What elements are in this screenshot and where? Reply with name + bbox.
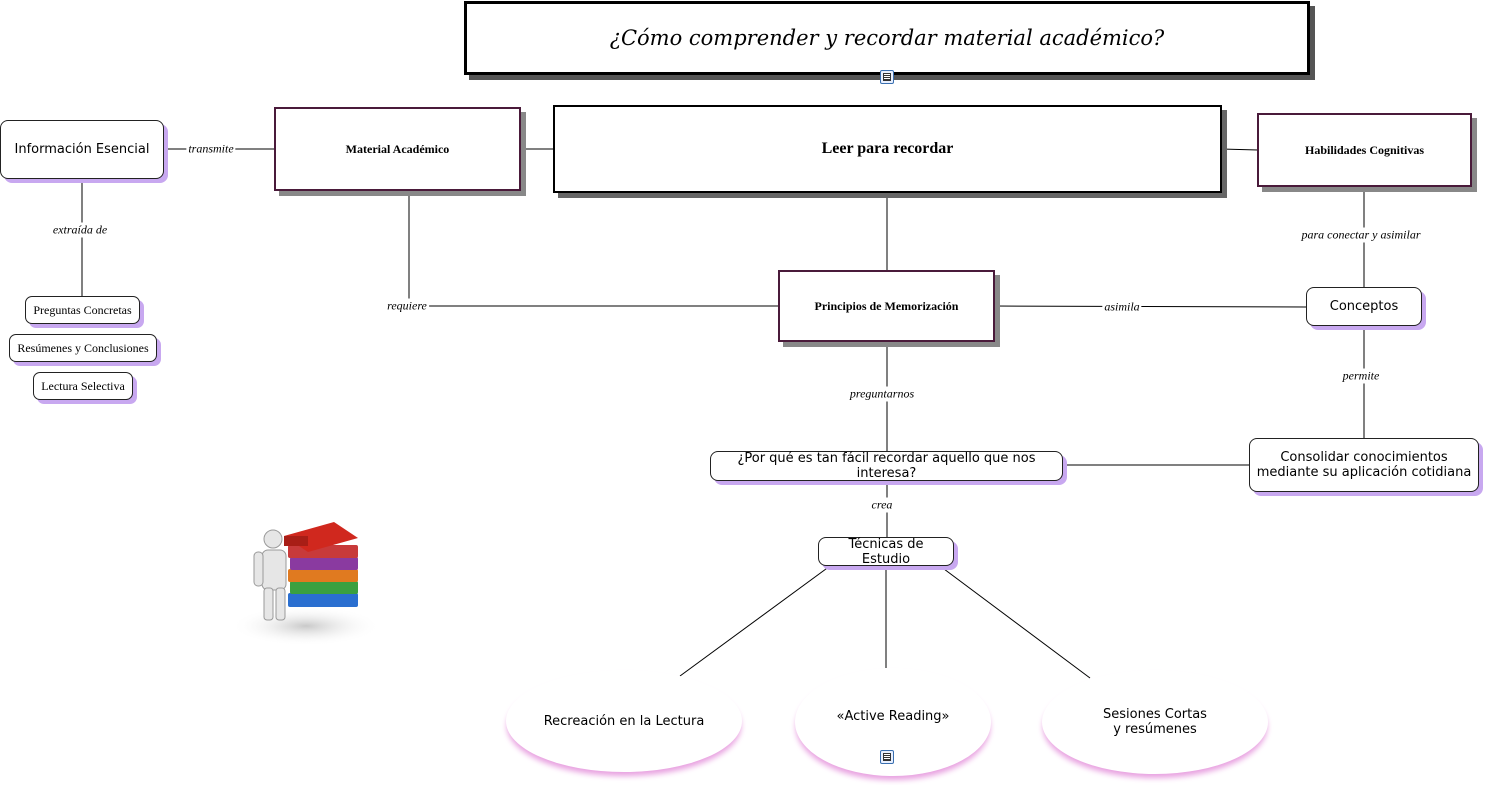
node-tecnicas-estudio[interactable]: Técnicas de Estudio — [818, 536, 954, 567]
node-sesiones-label: Sesiones Cortas y resúmenes — [1103, 707, 1207, 737]
node-principios-memorizacion[interactable]: Principios de Memorización — [778, 270, 995, 342]
link-label-crea: crea — [869, 497, 895, 513]
node-leer-label: Leer para recordar — [821, 140, 954, 157]
link-label-transmite: transmite — [186, 141, 236, 157]
node-preguntas-concretas[interactable]: Preguntas Concretas — [25, 296, 140, 324]
node-material-academico[interactable]: Material Académico — [274, 107, 521, 191]
node-info-label: Información Esencial — [14, 142, 150, 157]
map-title-text: ¿Cómo comprender y recordar material aca… — [609, 26, 1165, 50]
link-label-requiere: requiere — [385, 298, 429, 314]
node-lectura-selectiva[interactable]: Lectura Selectiva — [33, 372, 133, 400]
node-por-que[interactable]: ¿Por qué es tan fácil recordar aquello q… — [710, 451, 1063, 481]
link-label-extraida: extraída de — [50, 222, 110, 238]
person-with-books-illustration — [231, 522, 381, 646]
link-label-preguntarnos: preguntarnos — [847, 386, 917, 402]
resource-icon[interactable] — [880, 70, 894, 84]
node-consolidar[interactable]: Consolidar conocimientos mediante su apl… — [1249, 438, 1479, 492]
node-conceptos[interactable]: Conceptos — [1306, 287, 1422, 326]
node-resumenes-label: Resúmenes y Conclusiones — [17, 340, 149, 355]
node-conceptos-label: Conceptos — [1329, 299, 1399, 314]
map-title: ¿Cómo comprender y recordar material aca… — [464, 1, 1310, 75]
node-tecnicas-label: Técnicas de Estudio — [848, 536, 924, 567]
node-principios-label: Principios de Memorización — [814, 298, 959, 313]
node-preguntas-label: Preguntas Concretas — [33, 302, 132, 317]
node-habilidades-cognitivas[interactable]: Habilidades Cognitivas — [1257, 113, 1472, 187]
node-informacion-esencial[interactable]: Información Esencial — [0, 120, 164, 179]
node-habilidades-label: Habilidades Cognitivas — [1304, 142, 1425, 157]
node-lectura-label: Lectura Selectiva — [41, 378, 125, 393]
node-consolidar-label: Consolidar conocimientos mediante su apl… — [1256, 450, 1472, 480]
node-recreacion-lectura[interactable]: Recreación en la Lectura — [506, 670, 742, 772]
node-porque-label: ¿Por qué es tan fácil recordar aquello q… — [737, 451, 1036, 481]
link-label-asimila: asimila — [1102, 299, 1142, 315]
link-label-permite: permite — [1340, 368, 1382, 384]
node-leer-para-recordar[interactable]: Leer para recordar — [553, 105, 1222, 193]
node-recreacion-label: Recreación en la Lectura — [543, 713, 705, 729]
node-active-label: «Active Reading» — [836, 708, 950, 724]
node-sesiones-cortas[interactable]: Sesiones Cortas y resúmenes — [1042, 670, 1268, 774]
node-resumenes-conclusiones[interactable]: Resúmenes y Conclusiones — [9, 334, 157, 362]
node-material-label: Material Académico — [345, 141, 450, 156]
resource-icon[interactable] — [880, 750, 894, 764]
link-label-conectar: para conectar y asimilar — [1299, 227, 1423, 243]
